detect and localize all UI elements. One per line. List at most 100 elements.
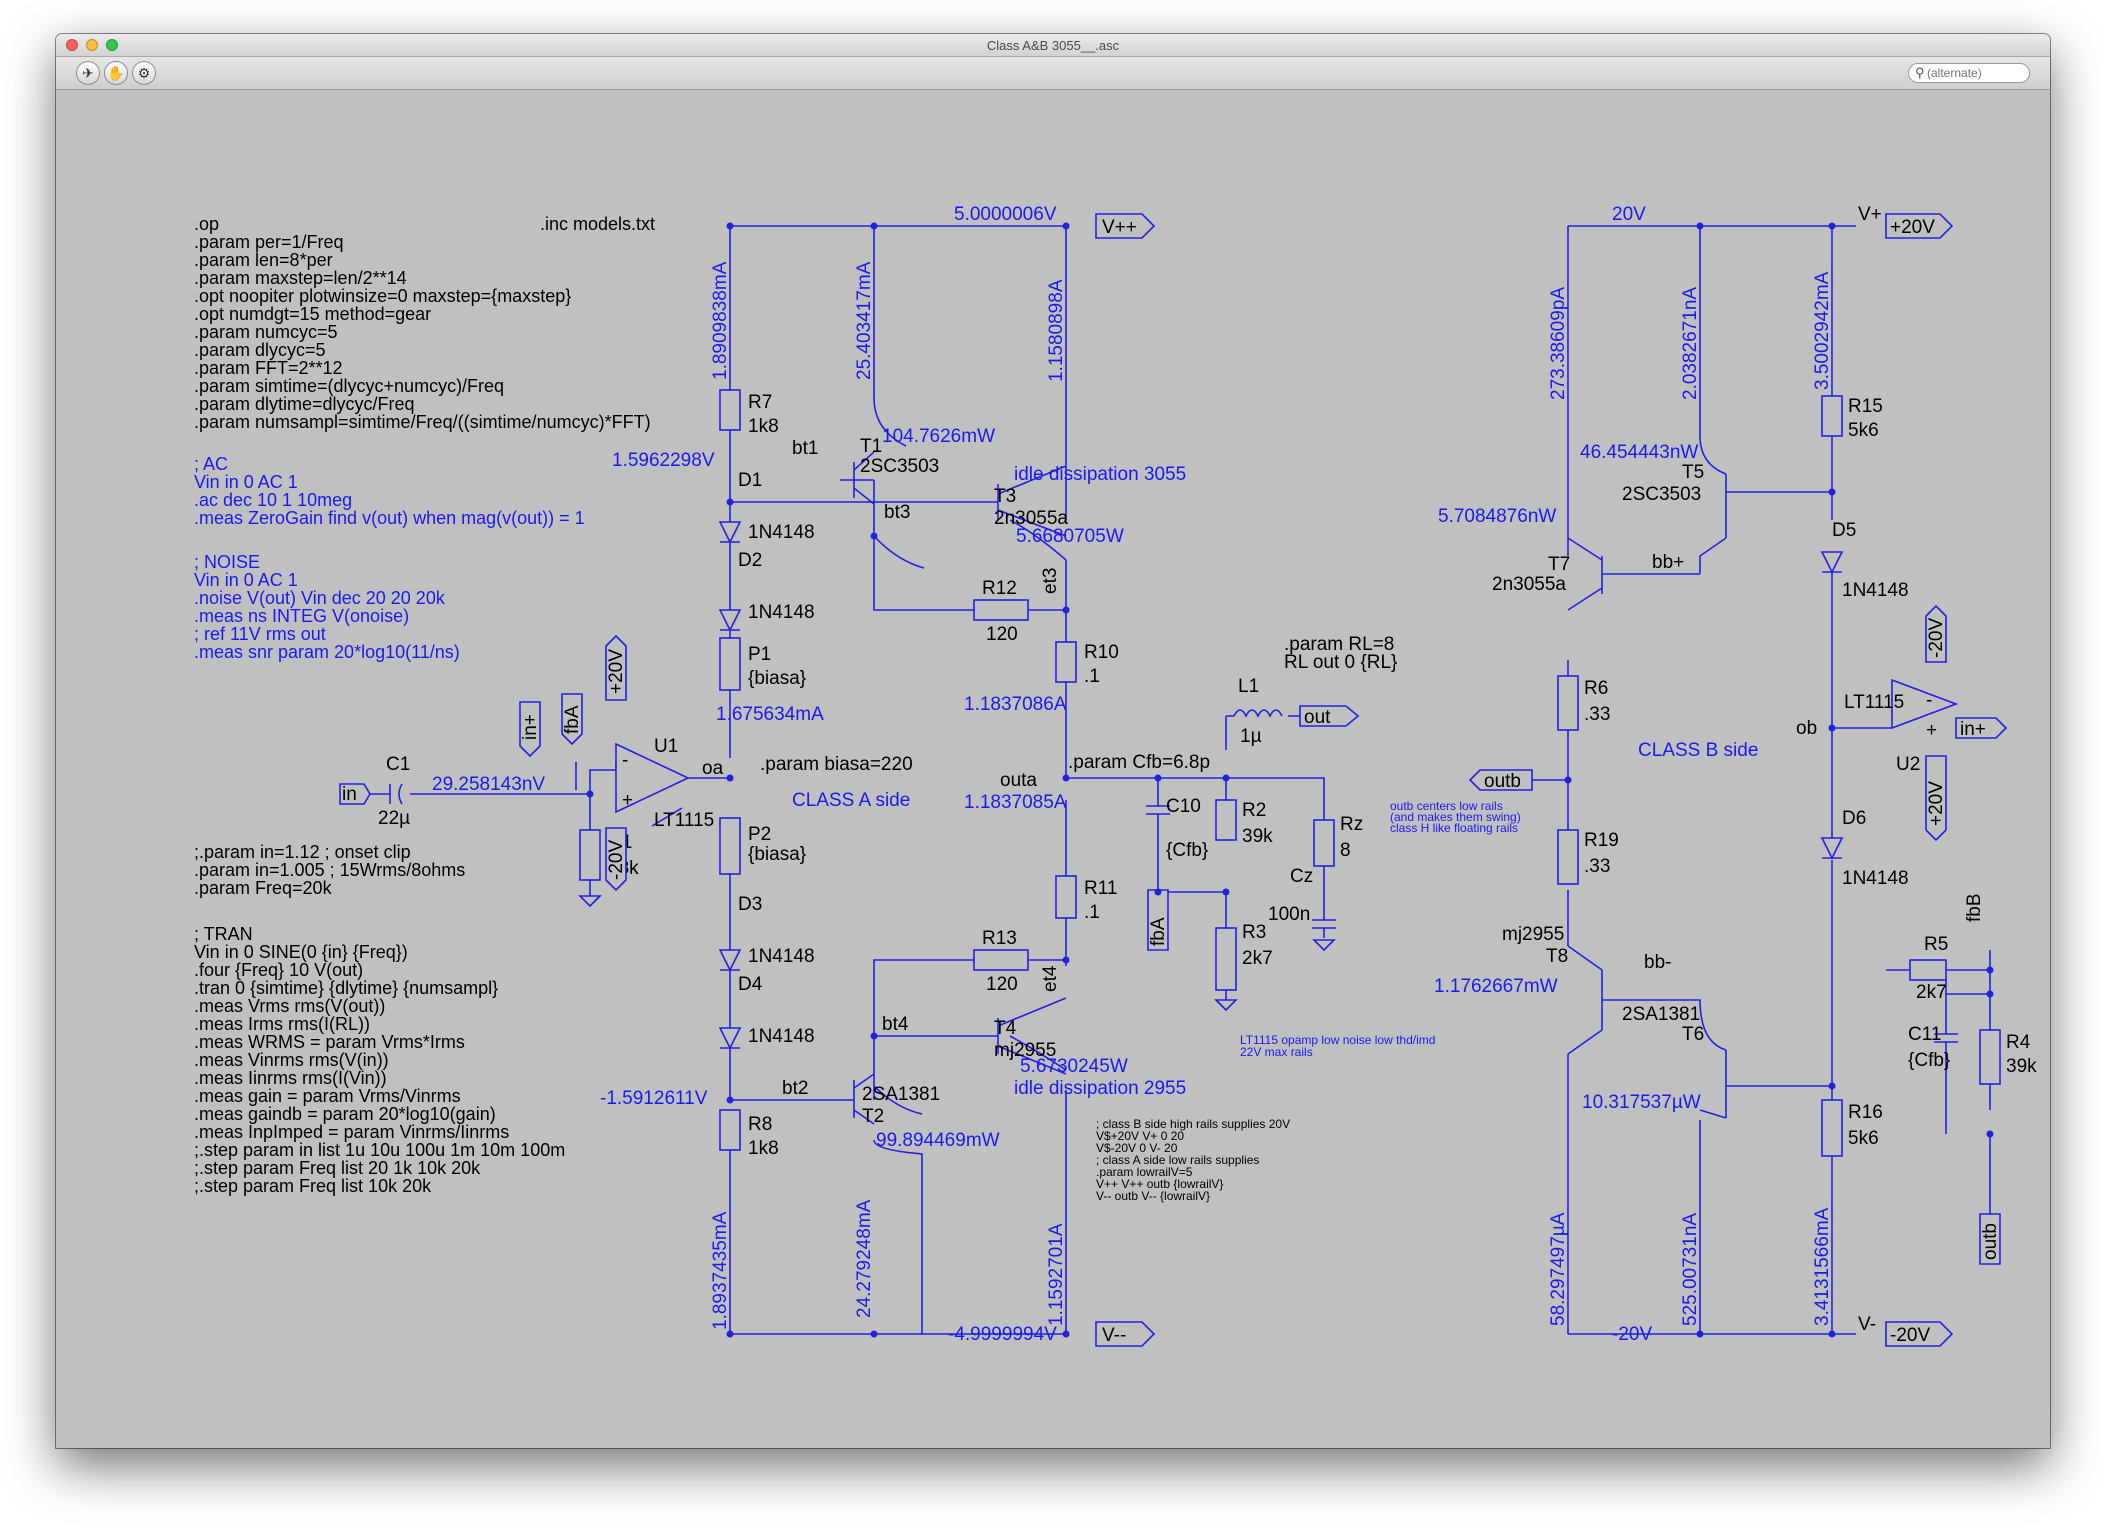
svg-text:-20V: -20V [606,840,627,880]
opamp-U1[interactable]: -+ [615,742,690,814]
directive-block-supplies[interactable]: ; class B side high rails supplies 20V V… [1096,1117,1293,1203]
diode-D5[interactable] [1820,551,1844,574]
flag-in[interactable]: in [339,783,371,805]
label-P2: P2 [748,824,771,845]
param-rl[interactable]: .param RL=8 RL out 0 {RL} [1284,634,1400,673]
schematic-canvas[interactable]: .op .param per=1/Freq .param len=8*per .… [56,90,2050,1448]
comment-opamp: LT1115 opamp low noise low thd/imd 22V m… [1240,1033,1439,1059]
capacitor-C10[interactable] [1146,805,1170,880]
minimize-button[interactable] [86,39,98,51]
resistor-R1[interactable] [579,829,601,881]
svg-text:+: + [1926,720,1937,741]
param-biasa[interactable]: .param biasa=220 [760,754,913,775]
probe-icon[interactable]: ⚙ [132,61,156,85]
directive-include[interactable]: .inc models.txt [540,214,655,234]
resistor-R11[interactable] [1055,875,1077,919]
diode-D3[interactable] [718,949,742,972]
resistor-R8[interactable] [719,1109,741,1151]
resistor-R10[interactable] [1055,641,1077,683]
directive-block-ac[interactable]: ; AC Vin in 0 AC 1 .ac dec 10 1 10meg .m… [194,454,585,528]
svg-text:-20V: -20V [1890,1325,1930,1346]
resistor-R6[interactable] [1557,675,1579,731]
flag-p20-u2[interactable]: +20V [1925,755,1947,842]
flag-m20-u1[interactable]: -20V [605,827,627,892]
label-D3: D3 [738,894,762,915]
resistor-P2[interactable] [719,817,741,875]
resistor-R7[interactable] [719,389,741,431]
inductor-L1[interactable] [1233,709,1283,718]
resistor-R15[interactable] [1821,395,1843,437]
resistor-R19[interactable] [1557,829,1579,885]
resistor-R3[interactable] [1215,927,1237,991]
resistor-R12[interactable] [973,599,1029,621]
resistor-Rz[interactable] [1313,819,1335,867]
net-vpp-voltage: 5.0000006V [954,204,1057,225]
flag-outb[interactable]: outb [1468,769,1533,792]
diode-D6[interactable] [1820,837,1844,860]
label-U2: U2 [1896,754,1920,775]
label-Rz: Rz [1340,814,1363,835]
svg-text:+20V: +20V [606,649,627,694]
resistor-R13[interactable] [973,949,1029,971]
title-bar[interactable]: Class A&B 3055__.asc [56,34,2050,57]
value-T7: 2n3055a [1492,574,1566,595]
run-icon[interactable]: ✈ [76,61,100,85]
capacitor-C11[interactable] [1934,994,1958,1104]
readout-t2-power: 99.894469mW [876,1130,1000,1151]
diode-D1[interactable] [718,521,742,544]
svg-text:in: in [342,784,357,805]
transistor-T1[interactable] [840,451,875,505]
net-bt1-voltage: 1.5962298V [612,450,715,471]
capacitor-C1[interactable] [389,783,403,805]
directive-block-tran[interactable]: ; TRAN Vin in 0 SINE(0 {in} {Freq}) .fou… [194,924,570,1196]
flag-m20-u2[interactable]: -20V [1925,604,1947,663]
transistor-T3[interactable] [886,465,1067,537]
param-cfb[interactable]: .param Cfb=6.8p [1068,752,1210,773]
label-R3: R3 [1242,922,1266,943]
flag-fba[interactable]: fbA [561,693,583,746]
halt-hand-icon[interactable]: ✋ [104,61,128,85]
label-P1: P1 [748,644,771,665]
value-D5: 1N4148 [1842,580,1909,601]
transistor-T5[interactable] [1725,474,1746,538]
label-R15: R15 [1848,396,1883,417]
value-D6: 1N4148 [1842,868,1909,889]
flag-vmm[interactable]: V-- [1095,1321,1156,1347]
search-field[interactable]: ⚲ [1908,63,2030,83]
resistor-R16[interactable] [1821,1099,1843,1157]
flag-inp[interactable]: in+ [519,701,541,758]
capacitor-Cz[interactable] [1312,919,1336,952]
flag-inp-u2[interactable]: in+ [1955,717,2008,740]
transistor-T4[interactable] [926,997,1067,1075]
readout-t8-collector-current: 58.297497µA [1548,1212,1569,1326]
resistor-R2[interactable] [1215,799,1237,841]
directive-block-sim[interactable]: .op .param per=1/Freq .param len=8*per .… [194,214,651,432]
label-R16: R16 [1848,1102,1883,1123]
flag-fba-2[interactable]: fbA [1147,889,1169,951]
flag-p20[interactable]: +20V [1885,213,1954,239]
opamp-U2[interactable]: -+ [1926,690,1937,741]
close-button[interactable] [66,39,78,51]
flag-vpp[interactable]: V++ [1095,213,1156,239]
flag-p20-u1[interactable]: +20V [605,634,627,701]
diode-D4[interactable] [718,1027,742,1050]
diode-D2[interactable] [718,609,742,632]
transistor-T7[interactable] [1567,537,1648,611]
transistor-T2[interactable] [826,1073,875,1125]
resistor-P1[interactable] [719,637,741,691]
label-R10: R10 [1084,642,1119,663]
resistor-R5[interactable] [1909,959,1947,981]
directive-block-noise[interactable]: ; NOISE Vin in 0 AC 1 .noise V(out) Vin … [194,552,460,662]
label-D6: D6 [1842,808,1866,829]
resistor-R4[interactable] [1979,1029,2001,1085]
directive-block-params[interactable]: ;.param in=1.12 ; onset clip .param in=1… [194,842,470,898]
flag-out[interactable]: out [1299,705,1360,728]
search-input[interactable] [1927,65,2023,81]
flag-m20[interactable]: -20V [1885,1321,1954,1347]
flag-outb-2[interactable]: outb [1979,1213,2001,1265]
readout-t6-collector-current: 525.00731nA [1680,1213,1701,1326]
net-et3: et3 [1040,568,1061,594]
label-C1: C1 [386,754,410,775]
transistor-T6[interactable] [1725,1050,1746,1118]
zoom-button[interactable] [106,39,118,51]
